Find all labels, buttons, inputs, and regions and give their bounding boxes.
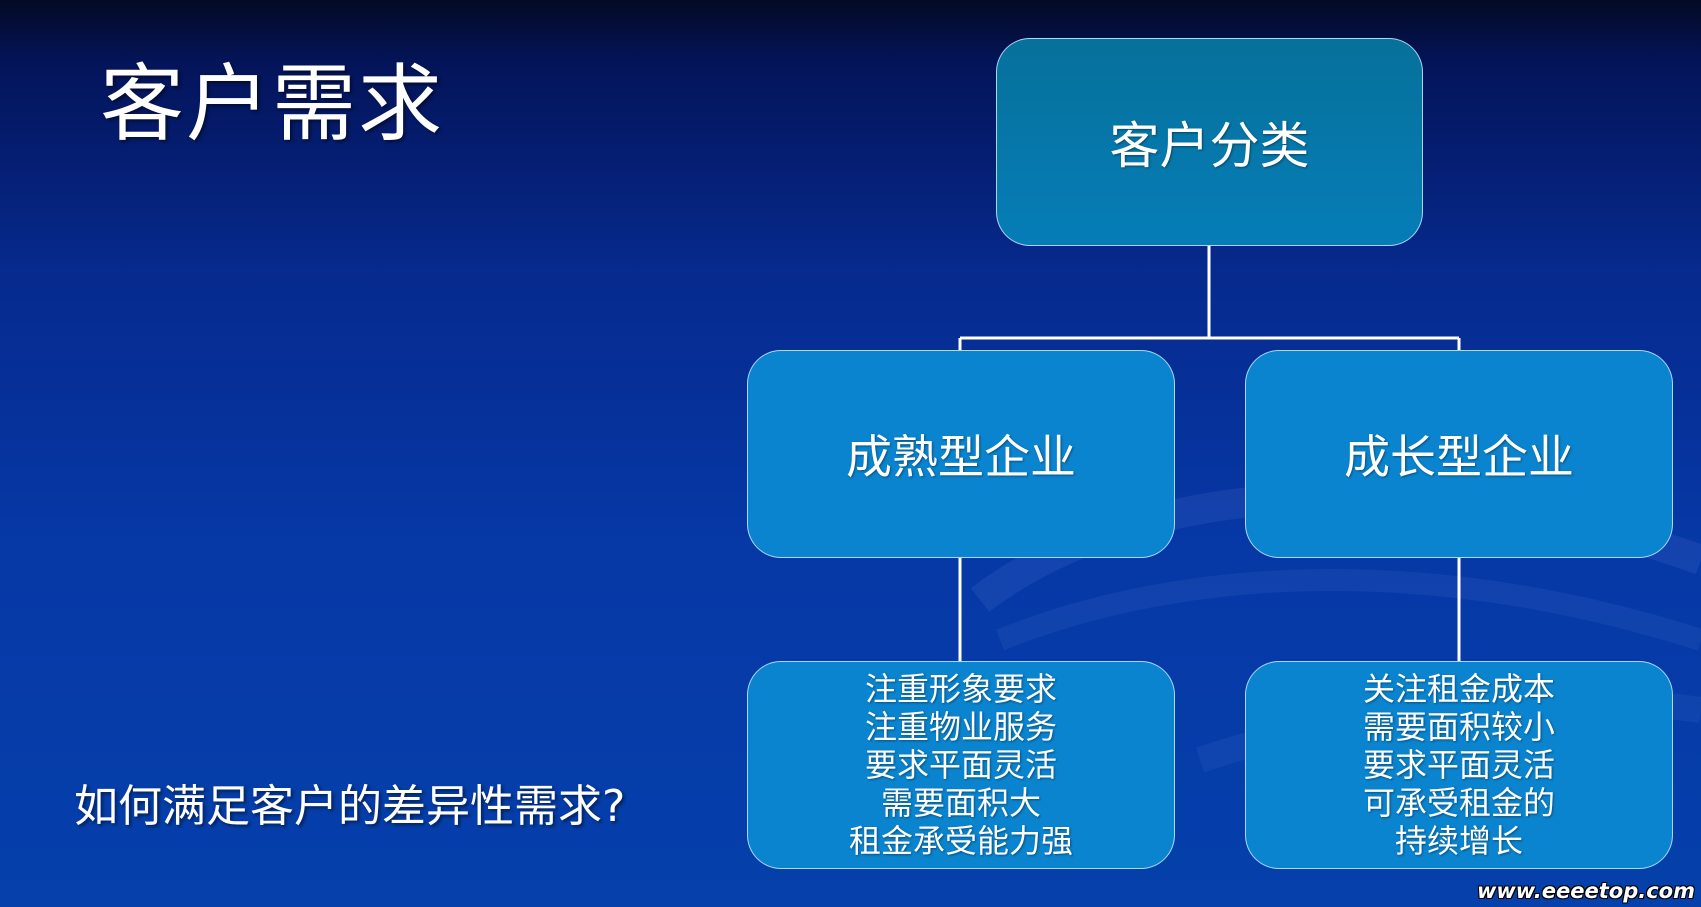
mature-detail-line: 需要面积大 (880, 784, 1041, 822)
growth-detail-line: 持续增长 (1394, 822, 1523, 860)
mature-detail-line: 要求平面灵活 (864, 746, 1057, 784)
growth-detail-line: 要求平面灵活 (1362, 746, 1555, 784)
node-growth-details: 关注租金成本 需要面积较小 要求平面灵活 可承受租金的 持续增长 (1245, 661, 1673, 869)
node-mature-label: 成熟型企业 (846, 430, 1076, 484)
slide-title: 客户需求 (100, 55, 445, 153)
node-growth-label: 成长型企业 (1344, 430, 1574, 484)
mature-detail-line: 注重形象要求 (864, 670, 1057, 708)
growth-detail-line: 关注租金成本 (1362, 670, 1555, 708)
growth-details-list: 关注租金成本 需要面积较小 要求平面灵活 可承受租金的 持续增长 (1363, 670, 1555, 860)
mature-detail-line: 注重物业服务 (864, 708, 1057, 746)
node-growth-enterprise: 成长型企业 (1245, 350, 1673, 558)
mature-details-list: 注重形象要求 注重物业服务 要求平面灵活 需要面积大 租金承受能力强 (849, 670, 1073, 860)
growth-detail-line: 需要面积较小 (1362, 708, 1555, 746)
mature-detail-line: 租金承受能力强 (848, 822, 1073, 860)
node-customer-classification: 客户分类 (996, 38, 1423, 246)
question-text: 如何满足客户的差异性需求? (74, 781, 626, 832)
node-mature-details: 注重形象要求 注重物业服务 要求平面灵活 需要面积大 租金承受能力强 (747, 661, 1175, 869)
node-root-label: 客户分类 (1109, 117, 1310, 175)
node-mature-enterprise: 成熟型企业 (747, 350, 1175, 558)
growth-detail-line: 可承受租金的 (1362, 784, 1555, 822)
watermark: www.eeeetop.com (1476, 879, 1695, 903)
